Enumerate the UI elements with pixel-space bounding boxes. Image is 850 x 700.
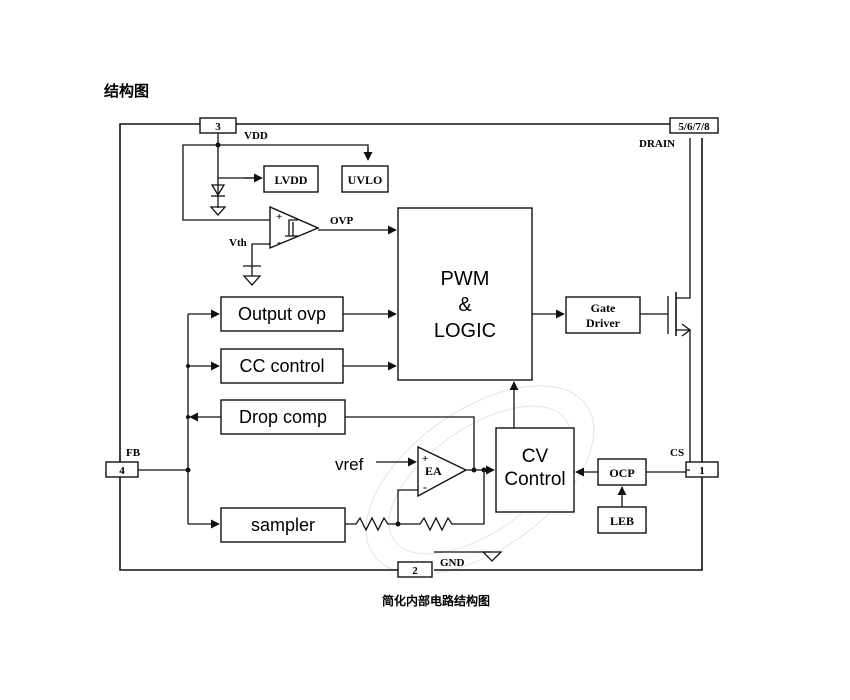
svg-text:LOGIC: LOGIC — [434, 320, 496, 342]
leb-block: LEB — [597, 506, 647, 534]
sampler-block: sampler — [220, 507, 346, 543]
svg-text:LVDD: LVDD — [275, 173, 308, 187]
svg-text:Driver: Driver — [586, 316, 621, 330]
output-ovp-block: Output ovp — [220, 296, 344, 332]
cs-to-ocp — [646, 469, 690, 473]
ground-symbol-gnd — [434, 551, 503, 562]
vth-wire — [243, 243, 270, 267]
svg-text:UVLO: UVLO — [348, 173, 383, 187]
cv-control-block: CV Control — [495, 427, 575, 513]
fb-junction — [185, 467, 191, 473]
vdd-wires — [182, 133, 369, 221]
diagram-caption: 简化内部电路结构图 — [382, 593, 490, 608]
svg-text:-: - — [423, 480, 427, 494]
svg-text:PWM: PWM — [441, 268, 490, 290]
ground-symbol-zener — [209, 206, 227, 216]
error-amplifier: + EA - — [417, 445, 468, 498]
pwm-logic-block: PWM & LOGIC — [397, 207, 533, 381]
pin-fb: 4 — [105, 461, 139, 478]
svg-text:1: 1 — [699, 465, 705, 477]
watermark — [365, 385, 595, 575]
ovp-signal-label: OVP — [330, 215, 354, 227]
gate-driver-block: Gate Driver — [565, 296, 641, 334]
svg-text:4: 4 — [119, 465, 125, 477]
resistor-divider — [345, 468, 485, 532]
page-title: 结构图 — [104, 82, 149, 100]
zener-diode-icon — [210, 184, 226, 197]
fb-bus — [138, 314, 189, 524]
uvlo-block: UVLO — [341, 165, 389, 193]
pin-drain: 5/6/7/8 — [669, 117, 719, 134]
svg-text:CC control: CC control — [239, 356, 324, 376]
svg-text:LEB: LEB — [610, 514, 634, 528]
pin-fb-label: FB — [126, 447, 141, 459]
pin-cs: 1 — [685, 461, 719, 478]
mosfet-icon — [640, 138, 692, 462]
chip-outline — [119, 123, 703, 571]
lvdd-block: LVDD — [263, 165, 319, 193]
svg-text:2: 2 — [412, 565, 418, 577]
svg-text:+: + — [276, 211, 282, 223]
svg-text:CV: CV — [522, 446, 549, 467]
cv-to-drop-comp — [345, 416, 475, 468]
vdd-junction — [215, 142, 221, 148]
pin-cs-label: CS — [670, 447, 684, 459]
ocp-block: OCP — [597, 458, 647, 486]
svg-text:Gate: Gate — [591, 301, 616, 315]
svg-text:Drop comp: Drop comp — [239, 407, 327, 427]
svg-text:+: + — [422, 453, 428, 465]
svg-text:OCP: OCP — [609, 466, 634, 480]
svg-text:3: 3 — [215, 121, 221, 133]
ovp-comparator: + - — [269, 205, 320, 250]
cc-control-block: CC control — [220, 348, 344, 384]
svg-text:sampler: sampler — [251, 515, 315, 535]
vref-label: vref — [335, 455, 364, 474]
pin-gnd-label: GND — [440, 557, 465, 569]
drop-comp-block: Drop comp — [220, 399, 346, 435]
pin-vdd: 3 — [199, 117, 237, 134]
pin-vdd-label: VDD — [244, 130, 268, 142]
pin-gnd: 2 — [397, 561, 433, 578]
svg-text:Control: Control — [504, 469, 565, 490]
ground-symbol-vth — [242, 266, 262, 286]
pin-drain-label: DRAIN — [639, 138, 675, 150]
svg-text:EA: EA — [425, 464, 442, 478]
svg-text:Output ovp: Output ovp — [238, 304, 326, 324]
vth-label: Vth — [229, 237, 247, 249]
svg-text:5/6/7/8: 5/6/7/8 — [678, 121, 710, 133]
svg-text:&: & — [458, 294, 472, 316]
svg-text:-: - — [277, 235, 281, 249]
